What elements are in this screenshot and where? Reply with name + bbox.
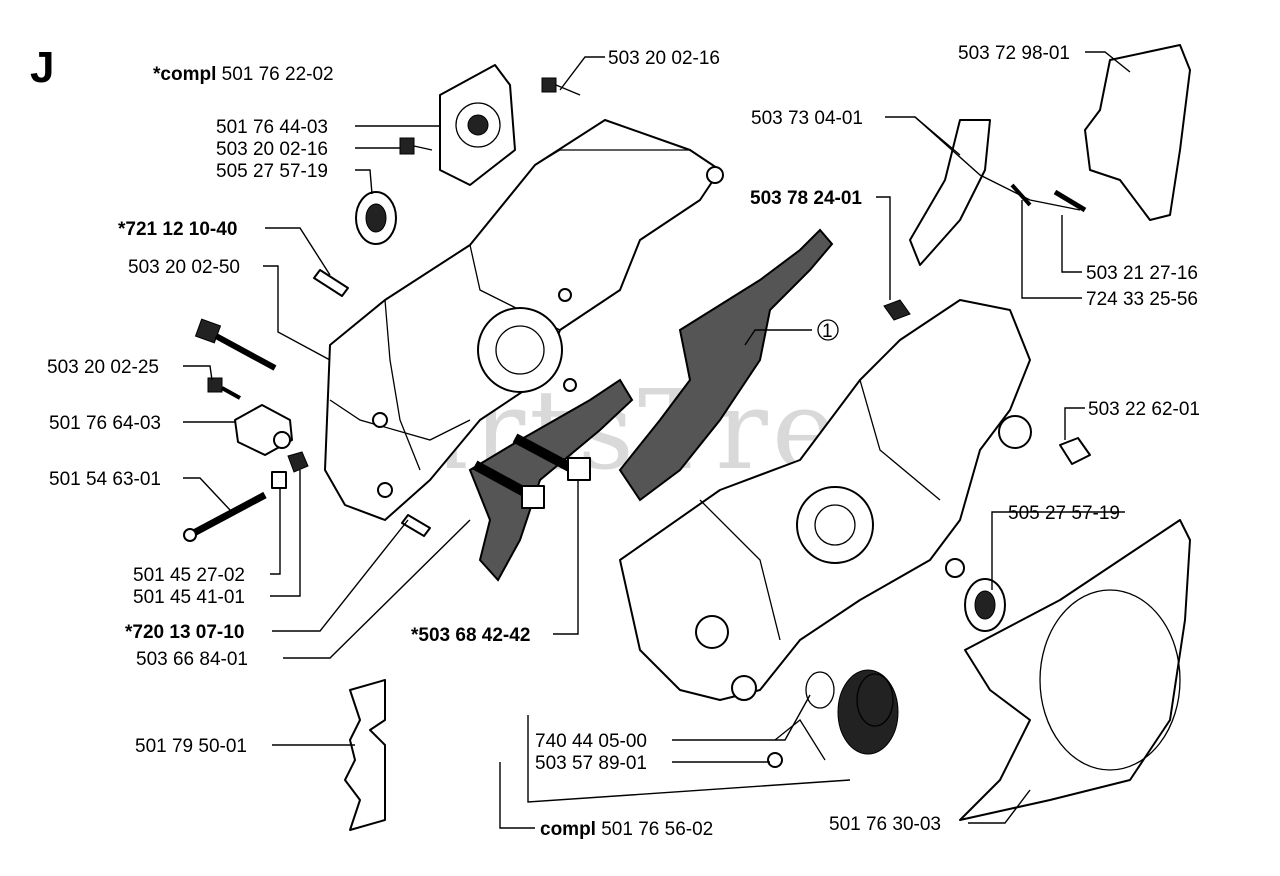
oil-pump-cover [439, 64, 516, 186]
strap-503-57-89-01 [767, 719, 826, 768]
label-503-20-02-16-mid: 503 20 02-16 [216, 139, 328, 160]
bolt-middle-2 [472, 460, 545, 509]
label-501-76-30-03: 501 76 30-03 [829, 814, 941, 835]
compl-number-top: 501 76 22-02 [222, 64, 334, 85]
compl-prefix-top: *compl [153, 64, 216, 85]
label-compl-501-76-22-02: *compl 501 76 22-02 [153, 64, 334, 85]
label-503-20-02-25: 503 20 02-25 [47, 357, 159, 378]
gasket-1 [618, 228, 834, 502]
label-503-68-42-42: *503 68 42-42 [411, 625, 530, 646]
bolt-middle-1 [512, 433, 591, 481]
label-compl-501-76-56-02: compl 501 76 56-02 [540, 819, 713, 840]
label-740-44-05-00: 740 44 05-00 [535, 731, 647, 752]
label-501-45-41-01: 501 45 41-01 [133, 587, 245, 608]
label-720-13-07-10: *720 13 07-10 [125, 622, 244, 643]
label-503-20-02-16-top: 503 20 02-16 [608, 48, 720, 69]
screw-503-20-02-50 [194, 318, 277, 371]
label-505-27-57-19-right: 505 27 57-19 [1008, 503, 1120, 524]
label-724-33-25-56: 724 33 25-56 [1086, 289, 1198, 310]
oil-cap [837, 669, 899, 755]
cover-501-76-30-03 [959, 519, 1191, 821]
screws-top-right [1010, 183, 1087, 213]
label-721-12-10-40: *721 12 10-40 [118, 219, 237, 240]
label-503-21-27-16: 503 21 27-16 [1086, 263, 1198, 284]
tool-501-79-50-01 [344, 679, 386, 831]
cover-503-72-98-01 [1084, 44, 1191, 221]
label-503-57-89-01: 503 57 89-01 [535, 753, 647, 774]
label-503-72-98-01: 503 72 98-01 [958, 43, 1070, 64]
label-505-27-57-19-left: 505 27 57-19 [216, 161, 328, 182]
section-letter: J [30, 43, 54, 92]
pin-721-12-10-40 [313, 269, 349, 297]
gasket-503-68-42-42 [468, 378, 634, 582]
label-503-66-84-01: 503 66 84-01 [136, 649, 248, 670]
label-503-73-04-01: 503 73 04-01 [751, 108, 863, 129]
nut-501-45-41-01 [287, 451, 309, 473]
tensioner-501-76-64-03 [234, 404, 293, 456]
screw-501-54-63-01 [183, 491, 267, 542]
compl-number-bottom: 501 76 56-02 [601, 819, 713, 840]
compl-prefix-bottom: compl [540, 819, 596, 840]
screw-503-20-02-16-top [541, 77, 581, 96]
label-501-76-44-03: 501 76 44-03 [216, 117, 328, 138]
label-501-45-27-02: 501 45 27-02 [133, 565, 245, 586]
right-crankcase-half [619, 299, 1032, 701]
nut-501-45-27-02 [271, 471, 287, 489]
plate-503-73-04-01 [909, 119, 991, 266]
seal-ring-right [964, 578, 1006, 632]
seal-ring-left [355, 191, 397, 245]
o-ring-740-44-05-00 [805, 671, 835, 709]
callout-1: 1 [822, 321, 833, 342]
label-503-22-62-01: 503 22 62-01 [1088, 399, 1200, 420]
leader-lines [183, 51, 1131, 829]
label-501-54-63-01: 501 54 63-01 [49, 469, 161, 490]
label-501-79-50-01: 501 79 50-01 [135, 736, 247, 757]
label-501-76-64-03: 501 76 64-03 [49, 413, 161, 434]
label-503-20-02-50: 503 20 02-50 [128, 257, 240, 278]
screw-503-20-02-16-mid [399, 137, 433, 155]
pin-720-13-07-10 [401, 514, 431, 537]
screw-503-20-02-25 [207, 377, 241, 400]
clip-503-22-62-01 [1059, 437, 1091, 465]
left-crankcase-half [324, 119, 724, 521]
nut-503-78-24-01 [883, 299, 911, 321]
label-503-78-24-01: 503 78 24-01 [750, 188, 862, 209]
